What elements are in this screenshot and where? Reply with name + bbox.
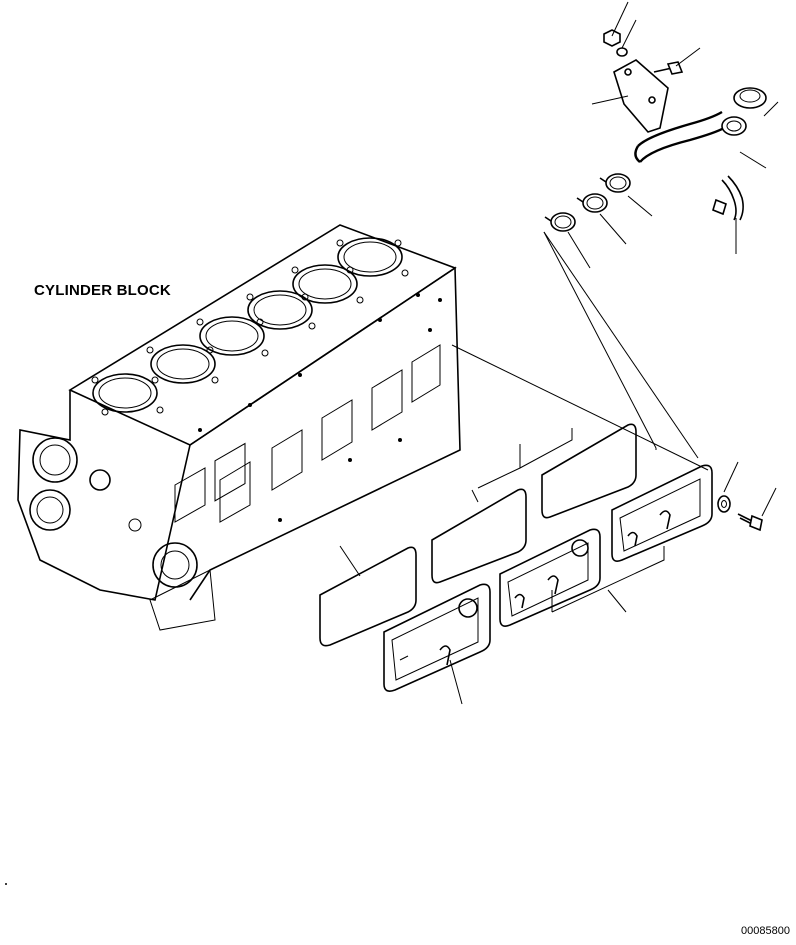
cover-bolt-and-washer (718, 496, 762, 530)
side-cover-1 (384, 584, 490, 691)
bolt-holes (92, 240, 408, 415)
leader-lines (340, 2, 778, 704)
cylinder-block (18, 225, 460, 630)
drawing-code: 00085800 (741, 925, 790, 937)
gaskets (320, 424, 636, 645)
front-gear-case (30, 438, 197, 587)
breather-assembly (604, 30, 766, 220)
side-cover-2 (500, 529, 600, 626)
cylinder-block-label: CYLINDER BLOCK (34, 282, 171, 299)
cylinder-bores (93, 238, 402, 412)
side-covers (384, 465, 712, 691)
registration-mark (5, 883, 7, 885)
side-cover-3 (612, 465, 712, 561)
block-detail-marks (198, 293, 442, 522)
hose-clamps (545, 174, 630, 231)
side-openings (175, 345, 440, 522)
